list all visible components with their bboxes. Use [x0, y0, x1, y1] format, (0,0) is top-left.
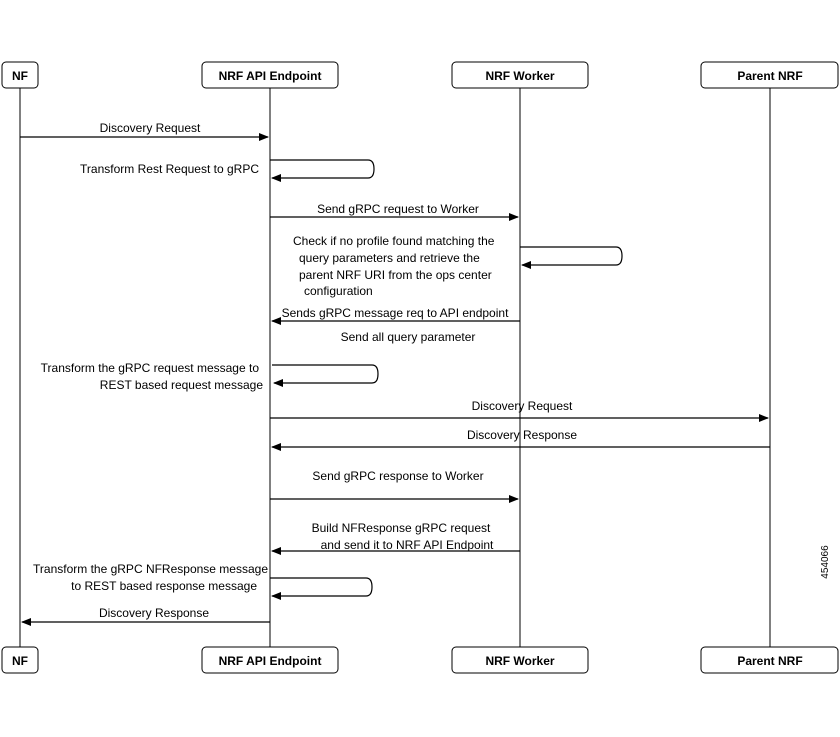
message-send-grpc-response-to-worker: Send gRPC response to Worker — [270, 469, 519, 503]
message-transform-grpc-to-rest-request: Transform the gRPC request message to RE… — [41, 361, 379, 392]
participant-label: NRF Worker — [485, 654, 554, 668]
message-label: Transform Rest Request to gRPC — [80, 162, 259, 176]
message-label: Transform the gRPC NFResponse message — [33, 562, 268, 576]
participant-label: NF — [12, 654, 28, 668]
message-label: configuration — [304, 284, 373, 298]
participant-nrf-worker-top: NRF Worker — [451, 61, 589, 89]
message-transform-nfresponse-to-rest: Transform the gRPC NFResponse message to… — [33, 562, 373, 600]
message-label: Check if no profile found matching the — [293, 234, 495, 248]
message-sends-grpc-message-to-api: Sends gRPC message req to API endpoint S… — [271, 306, 520, 344]
participant-label: Parent NRF — [737, 654, 802, 668]
message-label: Sends gRPC message req to API endpoint — [282, 306, 509, 320]
participant-parent-nrf-bottom: Parent NRF — [700, 646, 839, 674]
participant-nf-top: NF — [1, 61, 39, 89]
participant-nrf-worker-bottom: NRF Worker — [451, 646, 589, 674]
participant-nrf-api-endpoint-bottom: NRF API Endpoint — [201, 646, 339, 674]
message-send-grpc-request-to-worker: Send gRPC request to Worker — [270, 202, 519, 221]
message-label: and send it to NRF API Endpoint — [321, 538, 494, 552]
participant-parent-nrf-top: Parent NRF — [700, 61, 839, 89]
participant-nf-bottom: NF — [1, 646, 39, 674]
message-label: Discovery Request — [472, 399, 573, 413]
participant-label: NRF Worker — [485, 69, 554, 83]
message-transform-rest-to-grpc: Transform Rest Request to gRPC — [80, 159, 375, 182]
participant-label: NRF API Endpoint — [219, 69, 322, 83]
message-label: Send all query parameter — [341, 330, 476, 344]
message-discovery-request-nf-to-api: Discovery Request — [20, 121, 269, 141]
message-check-profile-retrieve-parent-uri: Check if no profile found matching the q… — [293, 234, 623, 298]
message-discovery-response-api-to-nf: Discovery Response — [21, 606, 270, 626]
message-label: Send gRPC request to Worker — [317, 202, 479, 216]
message-label: Discovery Response — [99, 606, 209, 620]
message-label: Transform the gRPC request message to — [41, 361, 260, 375]
message-label: to REST based response message — [71, 579, 257, 593]
message-label: Build NFResponse gRPC request — [312, 521, 491, 535]
message-build-nfresponse-grpc-request: Build NFResponse gRPC request and send i… — [271, 521, 520, 555]
participant-nrf-api-endpoint-top: NRF API Endpoint — [201, 61, 339, 89]
message-discovery-request-api-to-parent: Discovery Request — [270, 399, 769, 422]
message-label: query parameters and retrieve the — [299, 251, 480, 265]
message-label: Discovery Response — [467, 428, 577, 442]
message-discovery-response-parent-to-api: Discovery Response — [271, 428, 770, 451]
message-label: parent NRF URI from the ops center — [299, 268, 492, 282]
message-label: Discovery Request — [100, 121, 201, 135]
message-label: Send gRPC response to Worker — [312, 469, 483, 483]
participant-label: NF — [12, 69, 28, 83]
figure-id: 454066 — [820, 545, 831, 579]
participant-label: NRF API Endpoint — [219, 654, 322, 668]
participant-label: Parent NRF — [737, 69, 802, 83]
message-label: REST based request message — [100, 378, 264, 392]
